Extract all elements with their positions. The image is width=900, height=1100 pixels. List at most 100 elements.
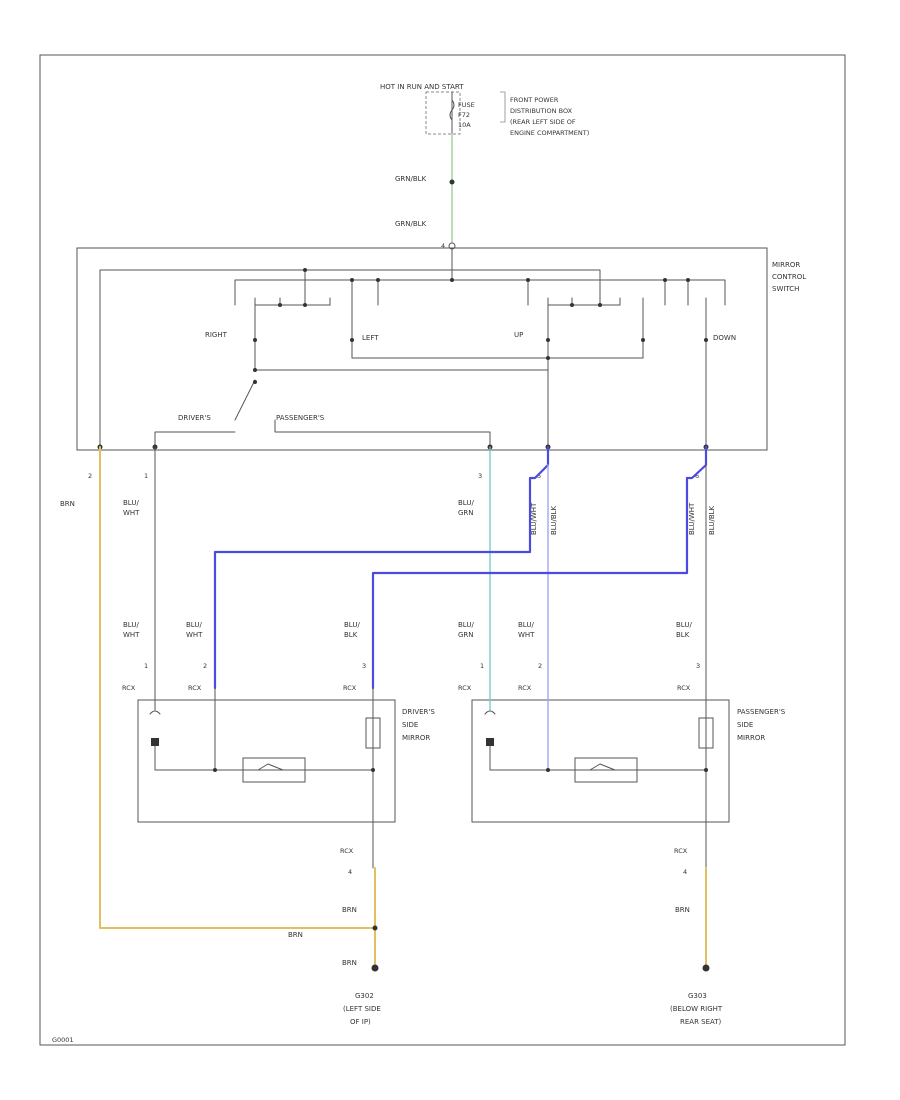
sel-driver: DRIVER'S	[178, 414, 211, 422]
switch-name-1: MIRROR	[772, 261, 800, 269]
svg-text:WHT: WHT	[518, 631, 535, 639]
heater-icon	[484, 710, 496, 715]
svg-text:BRN: BRN	[288, 931, 303, 939]
svg-text:1: 1	[144, 472, 148, 480]
svg-text:BLK: BLK	[344, 631, 358, 639]
pos-up: UP	[514, 331, 523, 339]
footer-code: G0001	[52, 1036, 74, 1044]
svg-text:WHT: WHT	[123, 631, 140, 639]
svg-text:BLU/: BLU/	[458, 499, 474, 507]
svg-text:BLU/: BLU/	[676, 621, 692, 629]
mirror-motor-switch	[242, 757, 306, 783]
svg-text:BLU/: BLU/	[186, 621, 202, 629]
switch-pin-top: 4	[441, 242, 445, 250]
fuse-icon	[449, 99, 455, 121]
svg-text:1: 1	[480, 662, 484, 670]
fuse-rating: 10A	[458, 121, 471, 129]
ground-g303	[702, 964, 710, 972]
svg-text:G303: G303	[688, 992, 707, 1000]
svg-text:BLU/: BLU/	[123, 499, 139, 507]
wire-label-lower: GRN/BLK	[395, 220, 427, 228]
svg-text:MIRROR: MIRROR	[402, 734, 430, 742]
svg-text:4: 4	[683, 868, 687, 876]
svg-text:RCX: RCX	[458, 684, 472, 692]
svg-text:BLU/: BLU/	[518, 621, 534, 629]
svg-text:REAR SEAT): REAR SEAT)	[680, 1018, 722, 1026]
svg-text:3: 3	[362, 662, 366, 670]
sel-passenger: PASSENGER'S	[276, 414, 325, 422]
fuse-location-4: ENGINE COMPARTMENT)	[510, 129, 589, 137]
splice-dot	[449, 179, 455, 185]
svg-text:PASSENGER'S: PASSENGER'S	[737, 708, 786, 716]
wire-brn-common	[99, 446, 376, 929]
svg-text:GRN: GRN	[458, 509, 474, 517]
svg-text:WHT: WHT	[186, 631, 203, 639]
svg-text:RCX: RCX	[518, 684, 532, 692]
svg-text:BLU/BLK: BLU/BLK	[550, 505, 558, 535]
mirror-coil	[698, 717, 714, 749]
svg-text:MIRROR: MIRROR	[737, 734, 765, 742]
fuse-bracket	[500, 91, 506, 123]
svg-text:(BELOW RIGHT: (BELOW RIGHT	[670, 1005, 723, 1013]
svg-text:2: 2	[538, 662, 542, 670]
svg-text:DRIVER'S: DRIVER'S	[402, 708, 435, 716]
wire-label-brn: BRN	[60, 500, 75, 508]
svg-text:G302: G302	[355, 992, 374, 1000]
mirror-motor-switch	[574, 757, 638, 783]
passengers-mirror-box	[471, 699, 730, 823]
drivers-mirror-box	[137, 699, 396, 823]
fuse-box	[425, 91, 461, 135]
switch-name-3: SWITCH	[772, 285, 799, 293]
motor-icon	[486, 738, 494, 746]
svg-text:RCX: RCX	[674, 847, 688, 855]
svg-text:RCX: RCX	[340, 847, 354, 855]
heater-icon	[149, 710, 161, 715]
svg-text:RCX: RCX	[188, 684, 202, 692]
ground-g302	[371, 964, 379, 972]
fuse-number: F72	[458, 111, 470, 119]
svg-text:BLU/: BLU/	[123, 621, 139, 629]
svg-text:SIDE: SIDE	[737, 721, 753, 729]
svg-text:RCX: RCX	[677, 684, 691, 692]
svg-text:(LEFT SIDE: (LEFT SIDE	[343, 1005, 381, 1013]
svg-text:SIDE: SIDE	[402, 721, 418, 729]
drivers-side-mirror: BLU/WHT BLU/WHT BLU/BLK 1 2 3 RCX RCX RC…	[122, 621, 435, 1026]
mirror-coil	[365, 717, 381, 749]
wire-blu-blk-to-left	[371, 445, 708, 690]
svg-text:OF IP): OF IP)	[350, 1018, 371, 1026]
svg-text:3: 3	[478, 472, 482, 480]
svg-text:BLK: BLK	[676, 631, 690, 639]
passengers-side-mirror: BLU/GRN BLU/WHT BLU/BLK 1 2 3 RCX RCX RC…	[458, 621, 786, 1026]
wire-blu-wht-to-left	[213, 445, 550, 690]
svg-text:2: 2	[88, 472, 92, 480]
svg-text:GRN: GRN	[458, 631, 474, 639]
switch-name-2: CONTROL	[772, 273, 806, 281]
motor-icon	[151, 738, 159, 746]
selector-blade	[234, 379, 256, 421]
wire-label-upper: GRN/BLK	[395, 175, 427, 183]
svg-text:RCX: RCX	[343, 684, 357, 692]
svg-text:2: 2	[203, 662, 207, 670]
diagram-frame	[39, 54, 846, 1046]
svg-text:BRN: BRN	[342, 959, 357, 967]
pos-right: RIGHT	[205, 331, 228, 339]
svg-text:BRN: BRN	[675, 906, 690, 914]
svg-text:BLU/: BLU/	[458, 621, 474, 629]
svg-text:WHT: WHT	[123, 509, 140, 517]
hot-label: HOT IN RUN AND START	[380, 83, 464, 91]
switch-contacts	[234, 268, 726, 446]
fuse-location-1: FRONT POWER	[510, 96, 559, 104]
svg-text:BLU/WHT: BLU/WHT	[530, 502, 538, 535]
fuse-location-3: (REAR LEFT SIDE OF	[510, 118, 576, 126]
svg-text:BRN: BRN	[342, 906, 357, 914]
svg-text:BLU/: BLU/	[344, 621, 360, 629]
svg-text:4: 4	[348, 868, 352, 876]
svg-text:5: 5	[537, 472, 541, 480]
svg-text:1: 1	[144, 662, 148, 670]
switch-internal-bus	[99, 269, 601, 446]
pos-left: LEFT	[362, 334, 379, 342]
fuse-location-2: DISTRIBUTION BOX	[510, 107, 573, 115]
mirror-control-switch: MIRROR CONTROL SWITCH	[76, 247, 806, 451]
svg-text:6: 6	[695, 472, 699, 480]
